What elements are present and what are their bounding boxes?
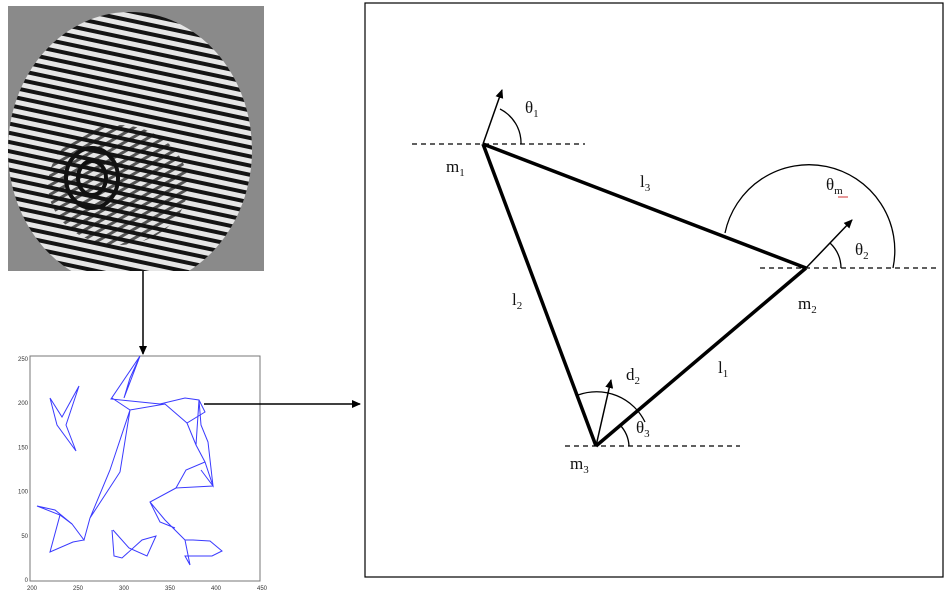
plot-y-ticks: 250 200 150 100 50 0: [18, 357, 29, 584]
plot-y-tick-label: 100: [18, 490, 29, 496]
triangle-panel-frame: [364, 2, 944, 578]
reference-lines: [412, 143, 938, 447]
plot-x-tick-label: 200: [27, 586, 38, 592]
label-m2: m2: [798, 294, 817, 316]
theta3-arc: [619, 424, 630, 447]
plot-x-ticks: 200 250 300 350 400 450: [27, 586, 268, 592]
plot-x-tick-label: 250: [73, 586, 84, 592]
label-l1: l1: [718, 358, 728, 380]
d2-arc: [577, 391, 646, 423]
triangle-labels: θ1 m1 l3 θm θ2 m2 l2 l1 d2 θ3 m3: [446, 98, 869, 476]
plot-x-tick-label: 450: [257, 586, 268, 592]
label-m3: m3: [570, 454, 589, 476]
edge-l3: [482, 142, 807, 270]
edge-l2: [481, 143, 598, 447]
fingerprint-image: [8, 6, 264, 271]
label-theta2: θ2: [855, 240, 869, 262]
label-m1: m1: [446, 157, 465, 179]
plot-y-tick-label: 0: [25, 578, 29, 584]
angle-arcs: [499, 108, 896, 447]
label-l3: l3: [640, 172, 651, 194]
theta-m-arc: [724, 164, 896, 269]
plot-y-tick-label: 150: [18, 445, 29, 451]
plot-y-tick-label: 50: [21, 534, 28, 540]
plot-y-tick-label: 250: [18, 357, 29, 363]
label-d2: d2: [626, 365, 640, 387]
minutiae-triangle: [481, 142, 808, 448]
label-theta1: θ1: [525, 98, 539, 120]
label-theta3: θ3: [636, 418, 650, 440]
m2-orientation-arrow: [805, 219, 853, 269]
plot-x-tick-label: 300: [119, 586, 130, 592]
label-l2: l2: [512, 290, 522, 312]
label-theta-m: θm: [826, 175, 843, 197]
minutiae-plot: 200 250 300 350 400 450 250 200 150 100 50 0: [18, 355, 268, 592]
plot-x-tick-label: 400: [211, 586, 222, 592]
minutiae-graph-edges: [36, 355, 223, 566]
plot-x-tick-label: 350: [165, 586, 176, 592]
m1-orientation-arrow: [482, 89, 504, 145]
theta1-arc: [499, 108, 522, 145]
plot-y-tick-label: 200: [18, 401, 29, 407]
edge-l1: [594, 266, 808, 448]
plot-frame: [29, 355, 261, 582]
m3-orientation-arrow: [595, 379, 614, 447]
theta2-arc: [829, 242, 842, 269]
